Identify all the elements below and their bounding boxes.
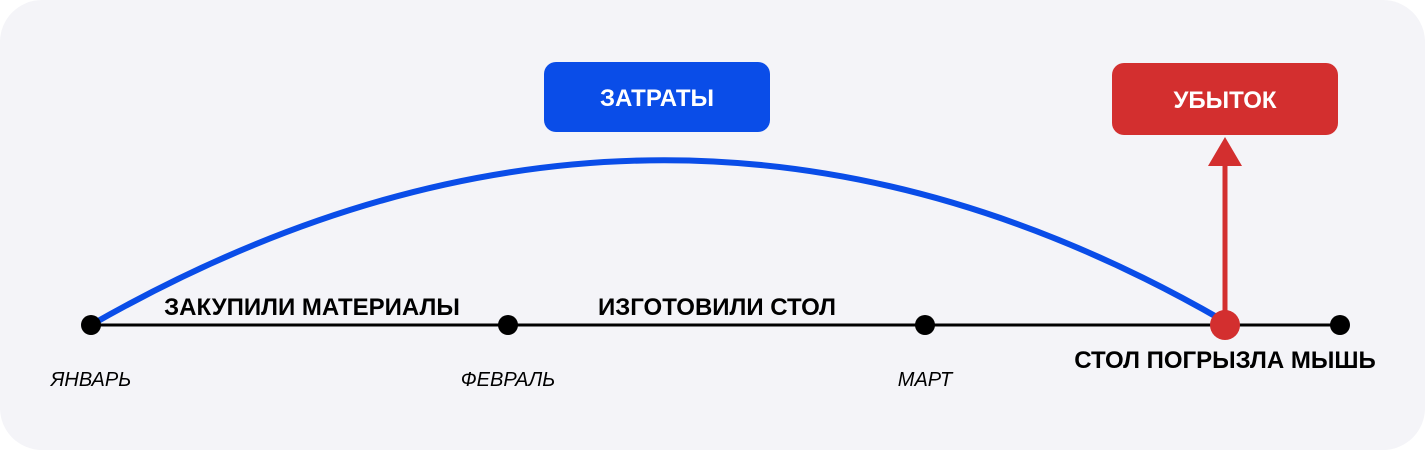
month-label-january: ЯНВАРЬ <box>50 369 131 391</box>
timeline-point-march <box>915 315 935 335</box>
timeline-point-january <box>81 315 101 335</box>
cost-label: ЗАТРАТЫ <box>600 85 714 112</box>
timeline-point-end <box>1330 315 1350 335</box>
month-label-february: ФЕВРАЛЬ <box>461 369 555 391</box>
segment-label-table: ИЗГОТОВИЛИ СТОЛ <box>598 294 836 321</box>
loss-box <box>1112 63 1338 135</box>
event-point-mouse <box>1210 310 1240 340</box>
cost-box <box>544 62 770 132</box>
loss-arrow-head <box>1208 137 1242 166</box>
timeline-point-february <box>498 315 518 335</box>
loss-label: УБЫТОК <box>1173 87 1276 114</box>
event-label: СТОЛ ПОГРЫЗЛА МЫШЬ <box>1074 347 1376 374</box>
segment-label-materials: ЗАКУПИЛИ МАТЕРИАЛЫ <box>164 294 460 321</box>
cost-arc <box>89 157 1224 328</box>
month-label-march: МАРТ <box>898 369 954 391</box>
